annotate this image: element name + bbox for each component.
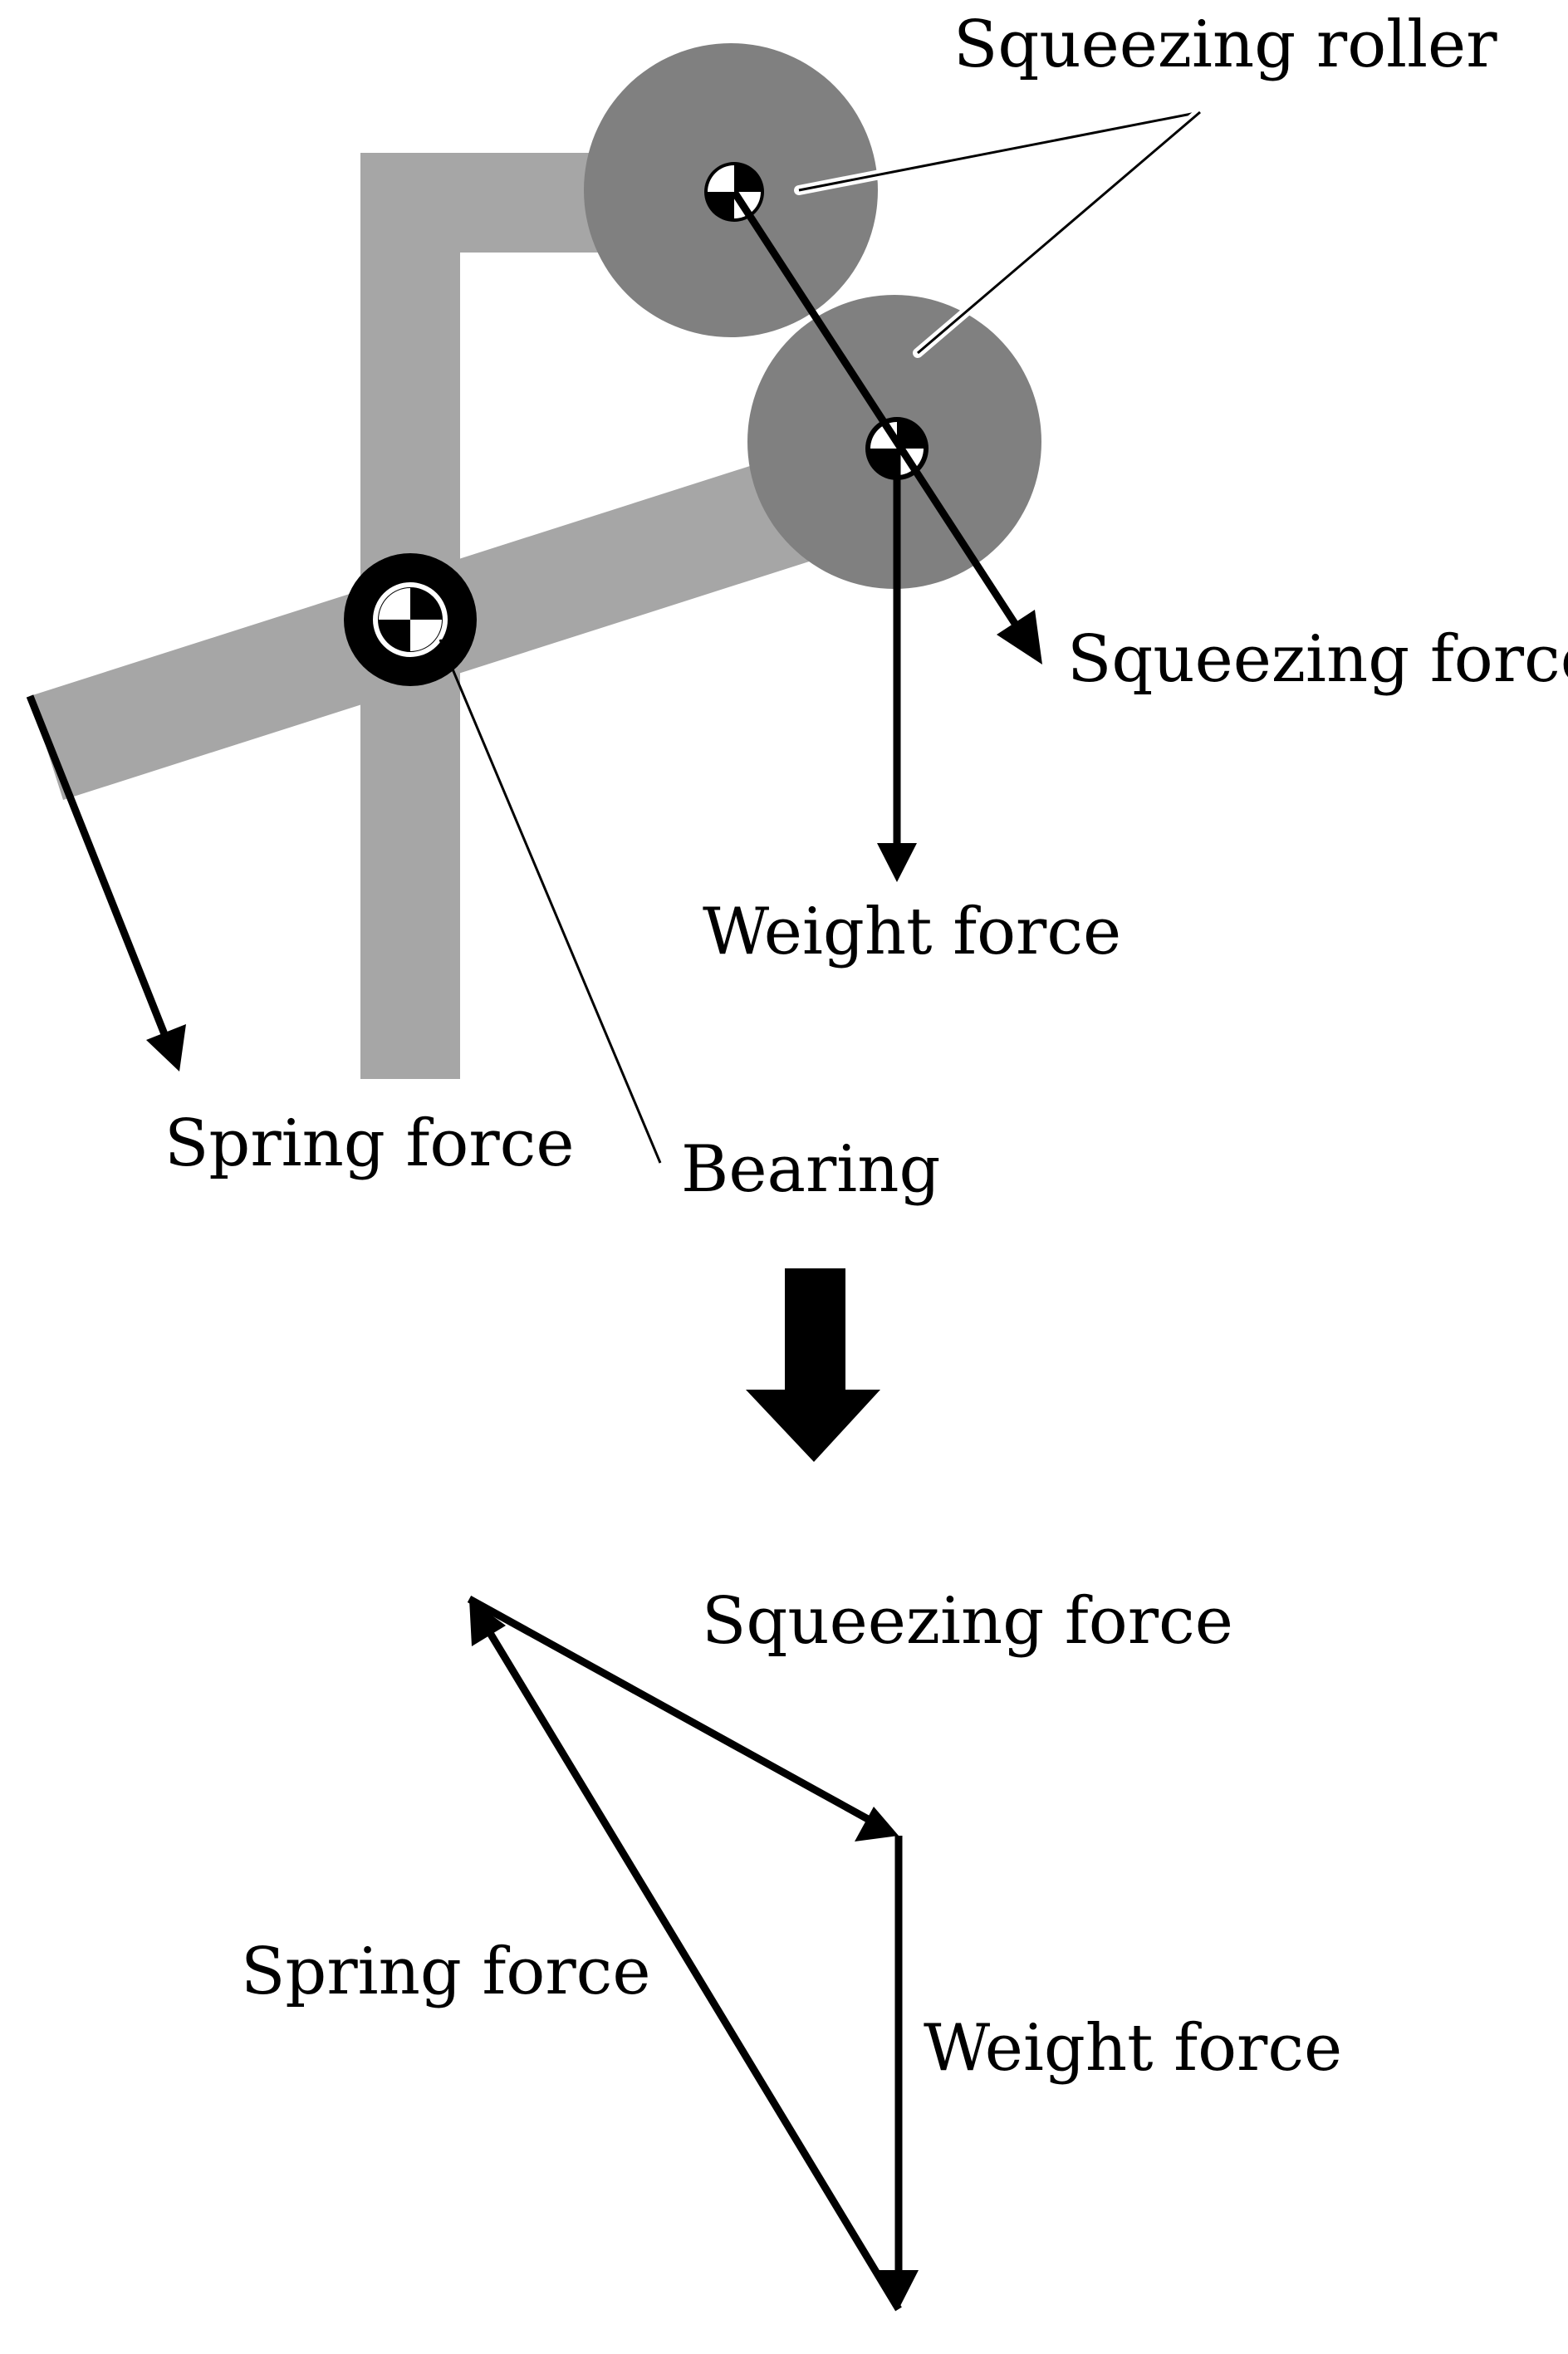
- weight-force-arrow: [877, 449, 917, 882]
- label-weight-force-bottom: Weight force: [924, 2011, 1342, 2086]
- label-weight-force-top: Weight force: [703, 895, 1121, 969]
- label-spring-force-bottom: Spring force: [241, 1935, 651, 2009]
- label-squeezing-force-bottom: Squeezing force: [702, 1584, 1233, 1659]
- mechanism: [26, 43, 1205, 1164]
- spring-force-arrow: [26, 694, 186, 1072]
- triangle-squeezing-force-arrow: [467, 1596, 899, 1842]
- squeezing-roller-leaders: [794, 107, 1205, 358]
- squeezing-force-arrow: [731, 189, 1042, 665]
- label-squeezing-force-top: Squeezing force: [1067, 622, 1568, 697]
- labels: Squeezing roller Squeezing force Weight …: [164, 7, 1568, 2086]
- label-bearing: Bearing: [681, 1132, 940, 1207]
- force-triangle: [467, 1596, 919, 2312]
- label-squeezing-roller: Squeezing roller: [953, 7, 1497, 82]
- bearing-leader: [439, 639, 662, 1164]
- transition-down-arrow-icon: [746, 1268, 880, 1462]
- triangle-weight-force-arrow: [879, 1836, 919, 2309]
- triangle-spring-force-arrow: [469, 1599, 902, 2312]
- label-spring-force-top: Spring force: [164, 1106, 575, 1181]
- bearing-icon: [344, 553, 477, 686]
